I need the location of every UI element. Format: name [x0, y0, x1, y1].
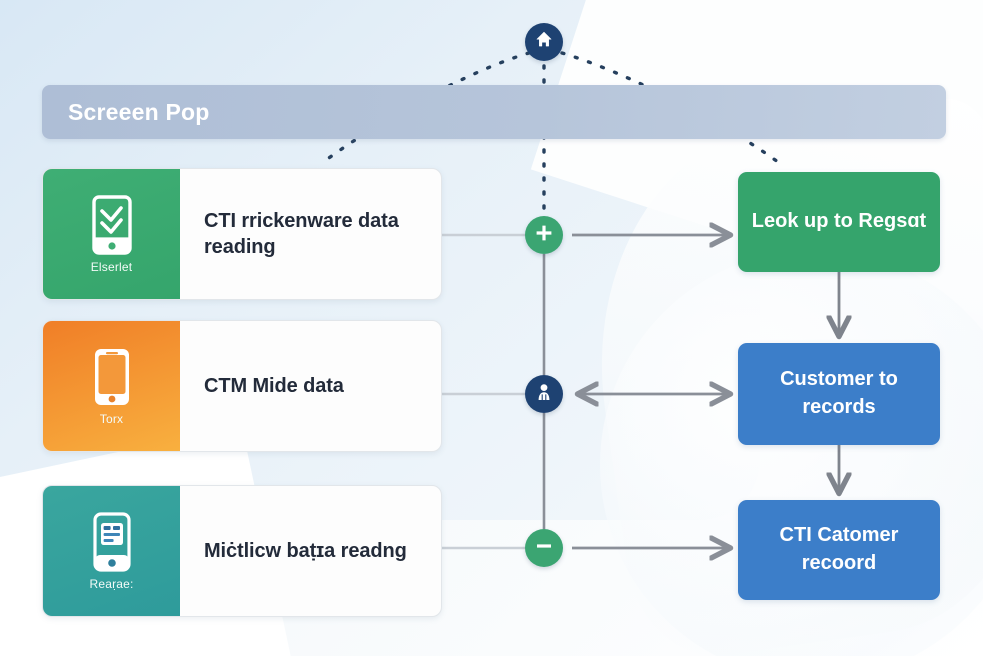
left-card-1[interactable]: Elserlet CTI rrickenware data reading — [42, 168, 442, 300]
card-2-pane-label: Torx — [99, 412, 124, 426]
plus-icon — [533, 222, 555, 249]
home-icon — [534, 30, 554, 55]
minus-icon — [533, 535, 555, 562]
right-box-customer-records[interactable]: Customer to records — [738, 343, 940, 445]
section-header-bar: Screeen Pop — [42, 85, 946, 139]
card-2-text: CTM Mide data — [204, 374, 344, 397]
card-1-icon-pane: Elserlet — [43, 169, 180, 299]
card-3-text: Miċtlicw baṭɪa readng — [204, 539, 407, 562]
right-box-cti-customer-record[interactable]: CTI Catomer recoord — [738, 500, 940, 600]
user-icon — [533, 381, 555, 408]
phone-checkmarks-icon — [90, 194, 134, 256]
right-box-lookup[interactable]: Leok up to Regsɑt — [738, 172, 940, 272]
home-node[interactable] — [525, 23, 563, 61]
phone-screen-icon — [91, 511, 133, 573]
phone-blank-icon — [92, 346, 132, 408]
card-2-icon-pane: Torx — [43, 321, 180, 451]
card-3-pane-label: Reaṛae: — [89, 577, 134, 591]
user-node[interactable] — [525, 375, 563, 413]
left-card-3[interactable]: Reaṛae: Miċtlicw baṭɪa readng — [42, 485, 442, 617]
page-title: Screeen Pop — [68, 98, 210, 125]
card-1-text: CTI rrickenware data reading — [204, 209, 399, 258]
left-card-2[interactable]: Torx CTM Mide data — [42, 320, 442, 452]
card-2-body: CTM Mide data — [180, 321, 441, 451]
card-3-icon-pane: Reaṛae: — [43, 486, 180, 616]
minus-node[interactable] — [525, 529, 563, 567]
card-1-pane-label: Elserlet — [90, 260, 133, 274]
card-3-body: Miċtlicw baṭɪa readng — [180, 486, 441, 616]
plus-node[interactable] — [525, 216, 563, 254]
card-1-body: CTI rrickenware data reading — [180, 169, 441, 299]
